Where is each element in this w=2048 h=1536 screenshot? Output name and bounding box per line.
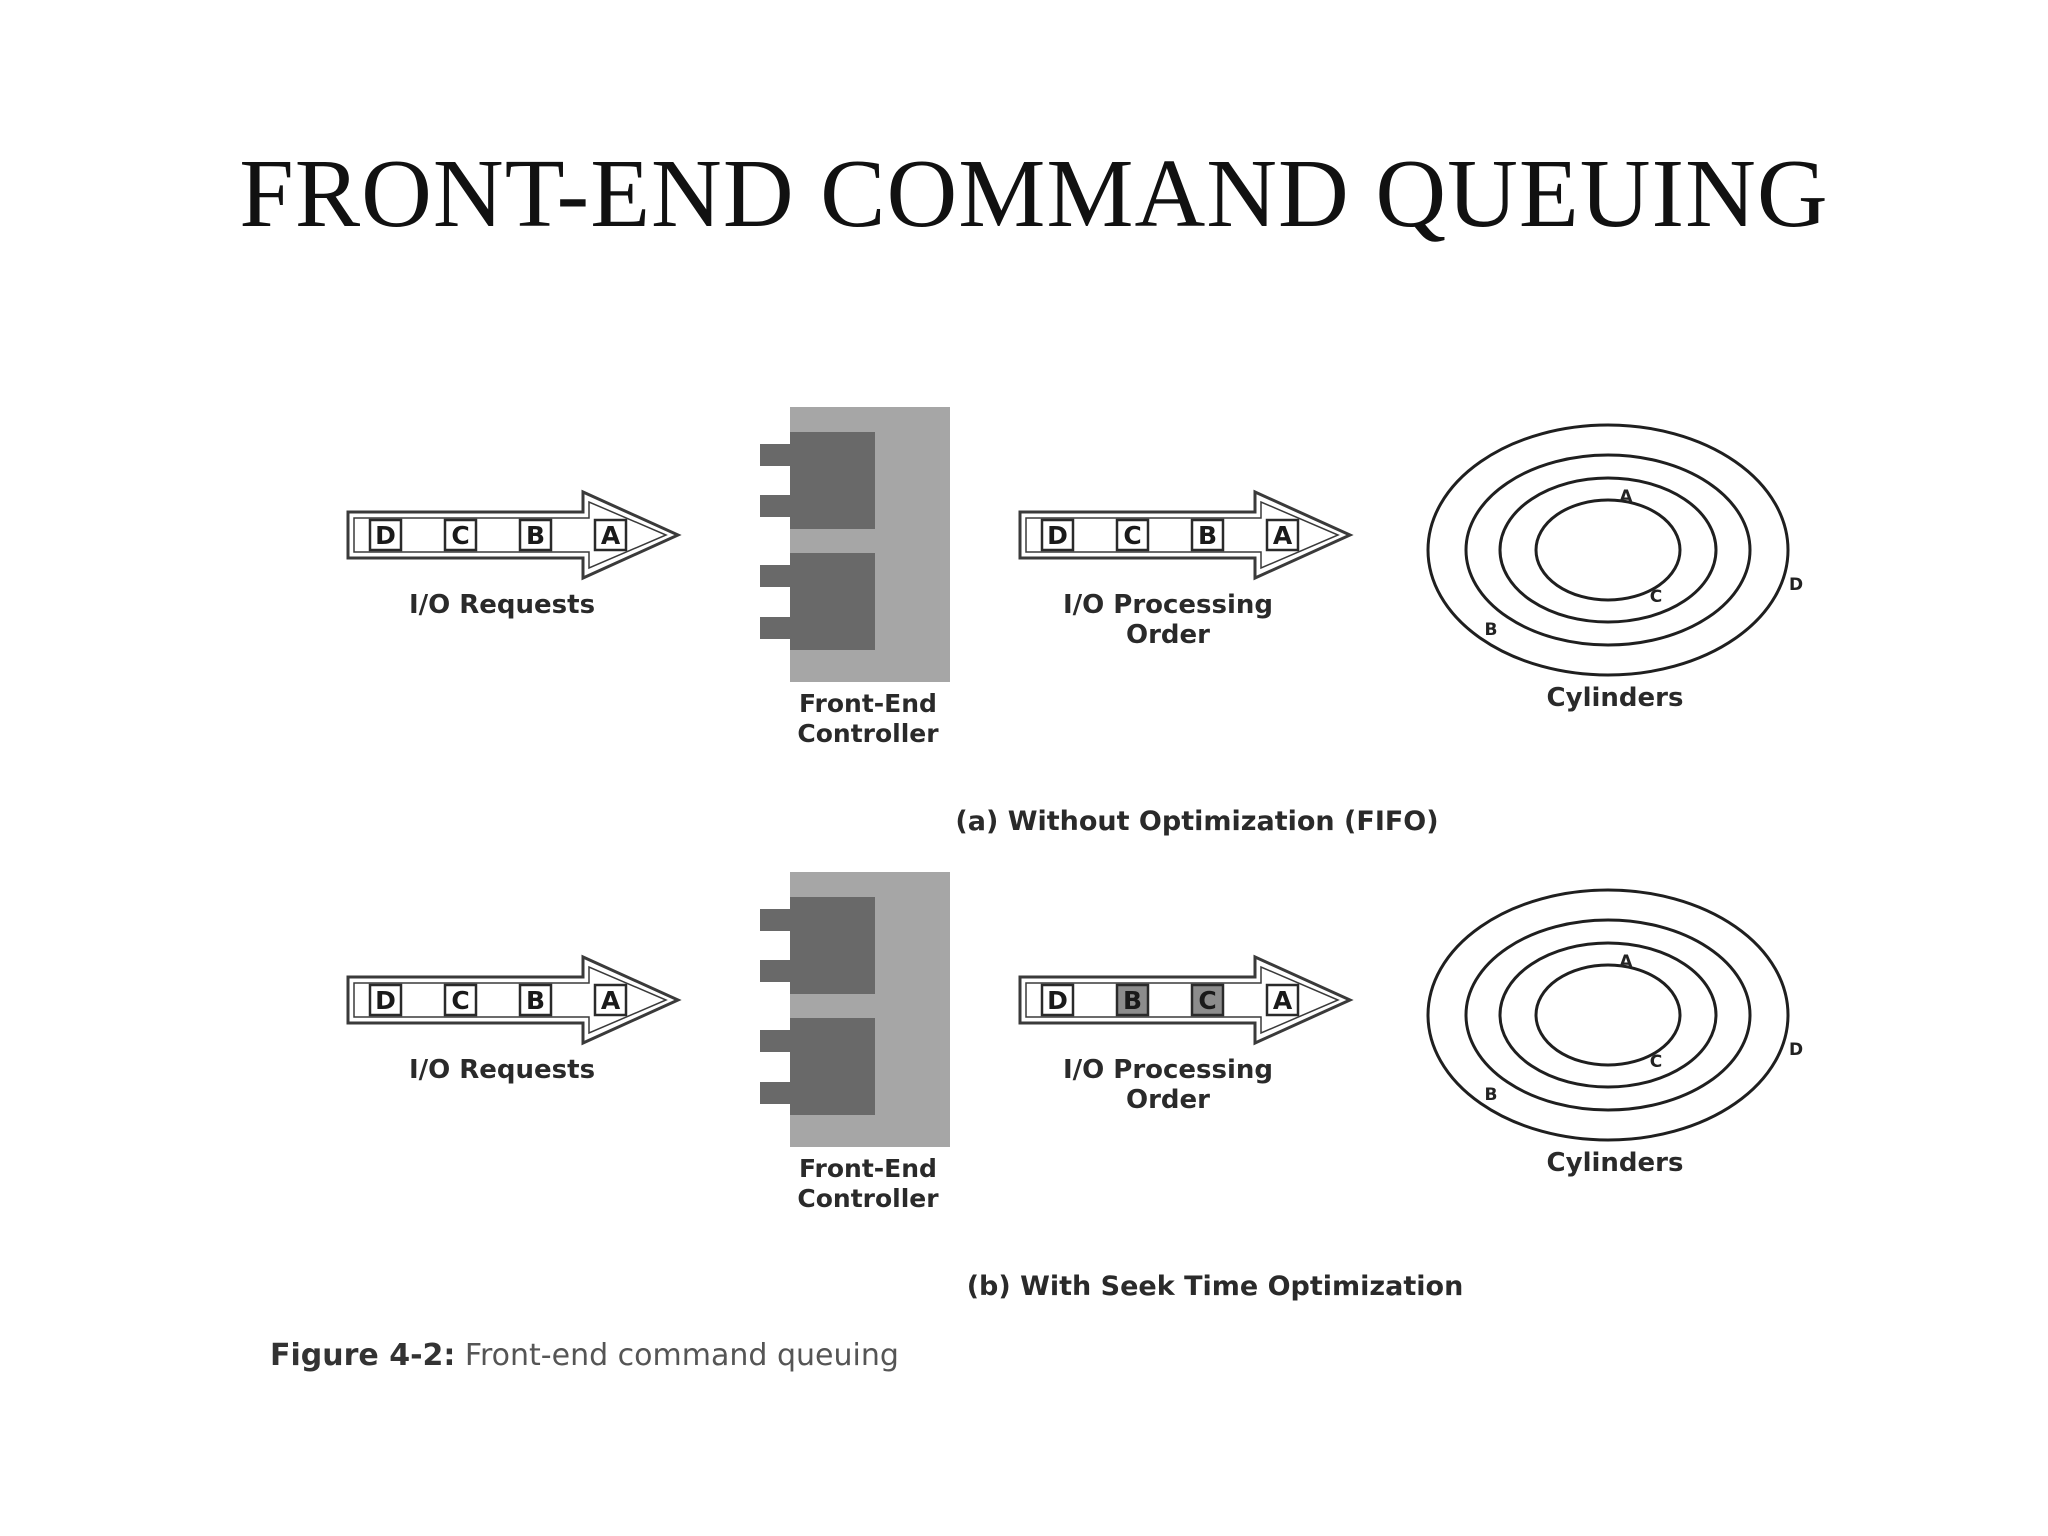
cylinder-track [1464,918,1752,1112]
processing-label-line1: I/O Processing [1063,1055,1273,1085]
cylinder-track [1498,476,1718,624]
processing-box-letter: D [1047,521,1068,550]
processing-box-letter: B [1123,986,1142,1015]
processing-arrow [1018,489,1354,581]
processing-box [1190,983,1225,1017]
cylinders-label: Cylinders [1547,1148,1684,1178]
request-box-letter: B [526,521,545,550]
cylinder-point-label: C [1650,587,1662,607]
figure-caption: Figure 4-2: Front-end command queuing [270,1338,899,1373]
cylinder-track [1498,941,1718,1089]
controller-port [760,1030,790,1052]
controller-port [760,1082,790,1104]
controller-label-line2: Controller [797,719,939,748]
processing-label-line1: I/O Processing [1063,590,1273,620]
request-box [443,518,478,552]
processing-label-line2: Order [1126,1085,1210,1115]
request-box [518,983,553,1017]
cylinder-point-label: B [1485,620,1498,640]
request-box [593,518,628,552]
processing-box [1040,518,1075,552]
controller-port [760,495,790,517]
request-box [518,518,553,552]
figure-number: Figure 4-2: [270,1338,456,1373]
controller-port [760,444,790,466]
request-box-letter: C [451,986,469,1015]
request-arrow [346,954,682,1046]
cylinder-track [1534,498,1682,602]
request-box [368,518,403,552]
controller-block [790,432,875,529]
processing-box-letter: D [1047,986,1068,1015]
processing-box-letter: C [1198,986,1216,1015]
cylinder-point-label: D [1789,575,1803,595]
cylinder-track [1534,963,1682,1067]
requests-label: I/O Requests [409,1055,595,1085]
controller-port [760,617,790,639]
controller-block [790,1018,875,1115]
controller-port [760,909,790,931]
panel-caption: (a) Without Optimization (FIFO) [955,806,1438,837]
processing-label-line2: Order [1126,620,1210,650]
processing-arrow-inner [1025,500,1340,570]
request-box-letter: A [601,521,621,550]
request-arrow-inner [353,965,668,1035]
processing-box-letter: B [1198,521,1217,550]
controller-block [790,897,875,994]
cylinder-point-label: C [1650,1052,1662,1072]
request-box [443,983,478,1017]
processing-box-letter: A [1273,986,1293,1015]
cylinder-point-label: B [1485,1085,1498,1105]
cylinder-track [1464,453,1752,647]
cylinder-track [1426,423,1790,677]
request-box-letter: D [375,986,396,1015]
controller-port [760,960,790,982]
request-box-letter: D [375,521,396,550]
request-arrow [346,489,682,581]
request-box [368,983,403,1017]
processing-arrow [1018,954,1354,1046]
cylinder-track [1426,888,1790,1142]
processing-box [1265,518,1300,552]
request-box-letter: A [601,986,621,1015]
controller-label-line2: Controller [797,1184,939,1213]
processing-box [1115,518,1150,552]
cylinder-point-label: A [1619,952,1633,972]
processing-box-letter: A [1273,521,1293,550]
panel-caption: (b) With Seek Time Optimization [967,1271,1464,1302]
controller-label-line1: Front-End [799,1154,937,1183]
request-box-letter: C [451,521,469,550]
processing-box [1190,518,1225,552]
cylinder-point-label: A [1619,487,1633,507]
request-arrow-inner [353,500,668,570]
controller-block [790,553,875,650]
cylinder-point-label: D [1789,1040,1803,1060]
figure-caption-text: Front-end command queuing [455,1338,899,1373]
processing-arrow-inner [1025,965,1340,1035]
request-box-letter: B [526,986,545,1015]
requests-label: I/O Requests [409,590,595,620]
processing-box [1040,983,1075,1017]
controller-label-line1: Front-End [799,689,937,718]
slide-title: FRONT-END COMMAND QUEUING [239,140,1829,248]
request-box [593,983,628,1017]
controller-port [760,565,790,587]
processing-box [1265,983,1300,1017]
processing-box-letter: C [1123,521,1141,550]
processing-box [1115,983,1150,1017]
cylinders-label: Cylinders [1547,683,1684,713]
